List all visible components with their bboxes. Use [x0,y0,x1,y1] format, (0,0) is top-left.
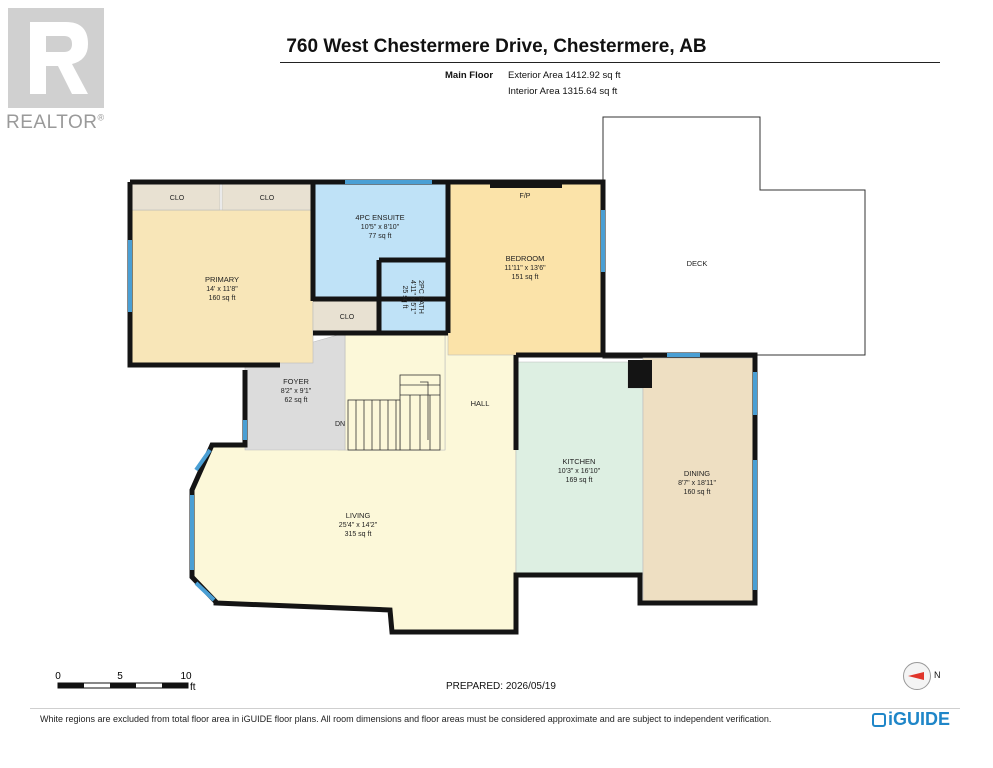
ensuite-name: 4PC ENSUITE [355,213,404,222]
closet-1-label: CLO [170,195,185,202]
bath-name: 2PC BATH [417,280,424,314]
staircase [347,374,441,451]
iguide-icon [872,713,886,727]
scale-tick-10: 10 [180,671,192,682]
kitchen-name: KITCHEN [563,457,596,466]
realtor-logo-icon [8,8,104,108]
exterior-area: Exterior Area 1412.92 sq ft [508,70,621,81]
bath-dims: 4'11" x 5'1" [409,280,416,314]
compass-needle-icon [908,672,924,680]
realtor-wordmark: REALTOR® [6,112,105,133]
kitchen-dims: 10'3" x 16'10" [558,468,601,475]
primary-area: 160 sq ft [209,295,236,302]
closet-2-label: CLO [260,195,275,202]
hall-name: HALL [471,399,490,408]
scale-tick-0: 0 [55,671,61,682]
bedroom-dims: 11'11" x 13'6" [504,265,546,272]
stairs-down-label: DN [335,421,345,428]
floor-label: Main Floor [445,70,494,81]
primary-name: PRIMARY [205,275,239,284]
closet-2 [221,183,314,211]
primary-room [131,209,314,364]
chimney-block [628,360,652,388]
bath-area: 25 sq ft [401,286,408,309]
living-name: LIVING [346,511,371,520]
ensuite-dims: 10'5" x 8'10" [361,224,400,231]
disclaimer-text: White regions are excluded from total fl… [40,714,772,724]
prepared-date: PREPARED: 2026/05/19 [446,681,556,692]
floor-plan: CLO CLO CLO 4PC ENSUITE 10'5" x 8'10" 77… [55,116,866,693]
foyer-area: 62 sq ft [285,397,308,404]
windows [128,180,757,602]
realtor-r-icon [30,22,88,94]
fireplace-label: F/P [520,193,531,200]
deck-area [602,116,866,359]
foyer-dims: 8'2" x 9'1" [281,388,312,395]
compass-north-label: N [934,670,941,680]
dining-area: 160 sq ft [684,489,711,496]
dining-name: DINING [684,469,710,478]
bedroom-area: 151 sq ft [512,274,539,281]
iguide-wordmark: iGUIDE [888,709,951,729]
scale-tick-5: 5 [117,671,123,682]
compass-icon [903,662,931,690]
ensuite-area: 77 sq ft [369,233,392,240]
bedroom-name: BEDROOM [506,254,545,263]
scale-unit: ft [190,682,196,693]
footer-divider [30,708,960,709]
primary-dims: 14' x 11'8" [206,286,238,293]
living-dims: 25'4" x 14'2" [339,522,378,529]
fireplace [490,184,562,188]
deck-name: DECK [687,259,708,268]
property-address-title: 760 West Chestermere Drive, Chestermere,… [286,36,707,57]
closet-3-label: CLO [340,314,355,321]
dining-room [642,357,755,602]
dining-dims: 8'7" x 18'11" [678,480,716,487]
bath-label-group: 2PC BATH 4'11" x 5'1" 25 sq ft [401,280,424,314]
scale-bar: 0 5 10 ft [55,671,196,693]
living-area: 315 sq ft [345,531,372,538]
kitchen-area: 169 sq ft [566,477,593,484]
iguide-logo: iGUIDE [872,709,950,730]
foyer-name: FOYER [283,377,309,386]
title-divider [280,62,940,63]
interior-area: Interior Area 1315.64 sq ft [508,86,618,97]
